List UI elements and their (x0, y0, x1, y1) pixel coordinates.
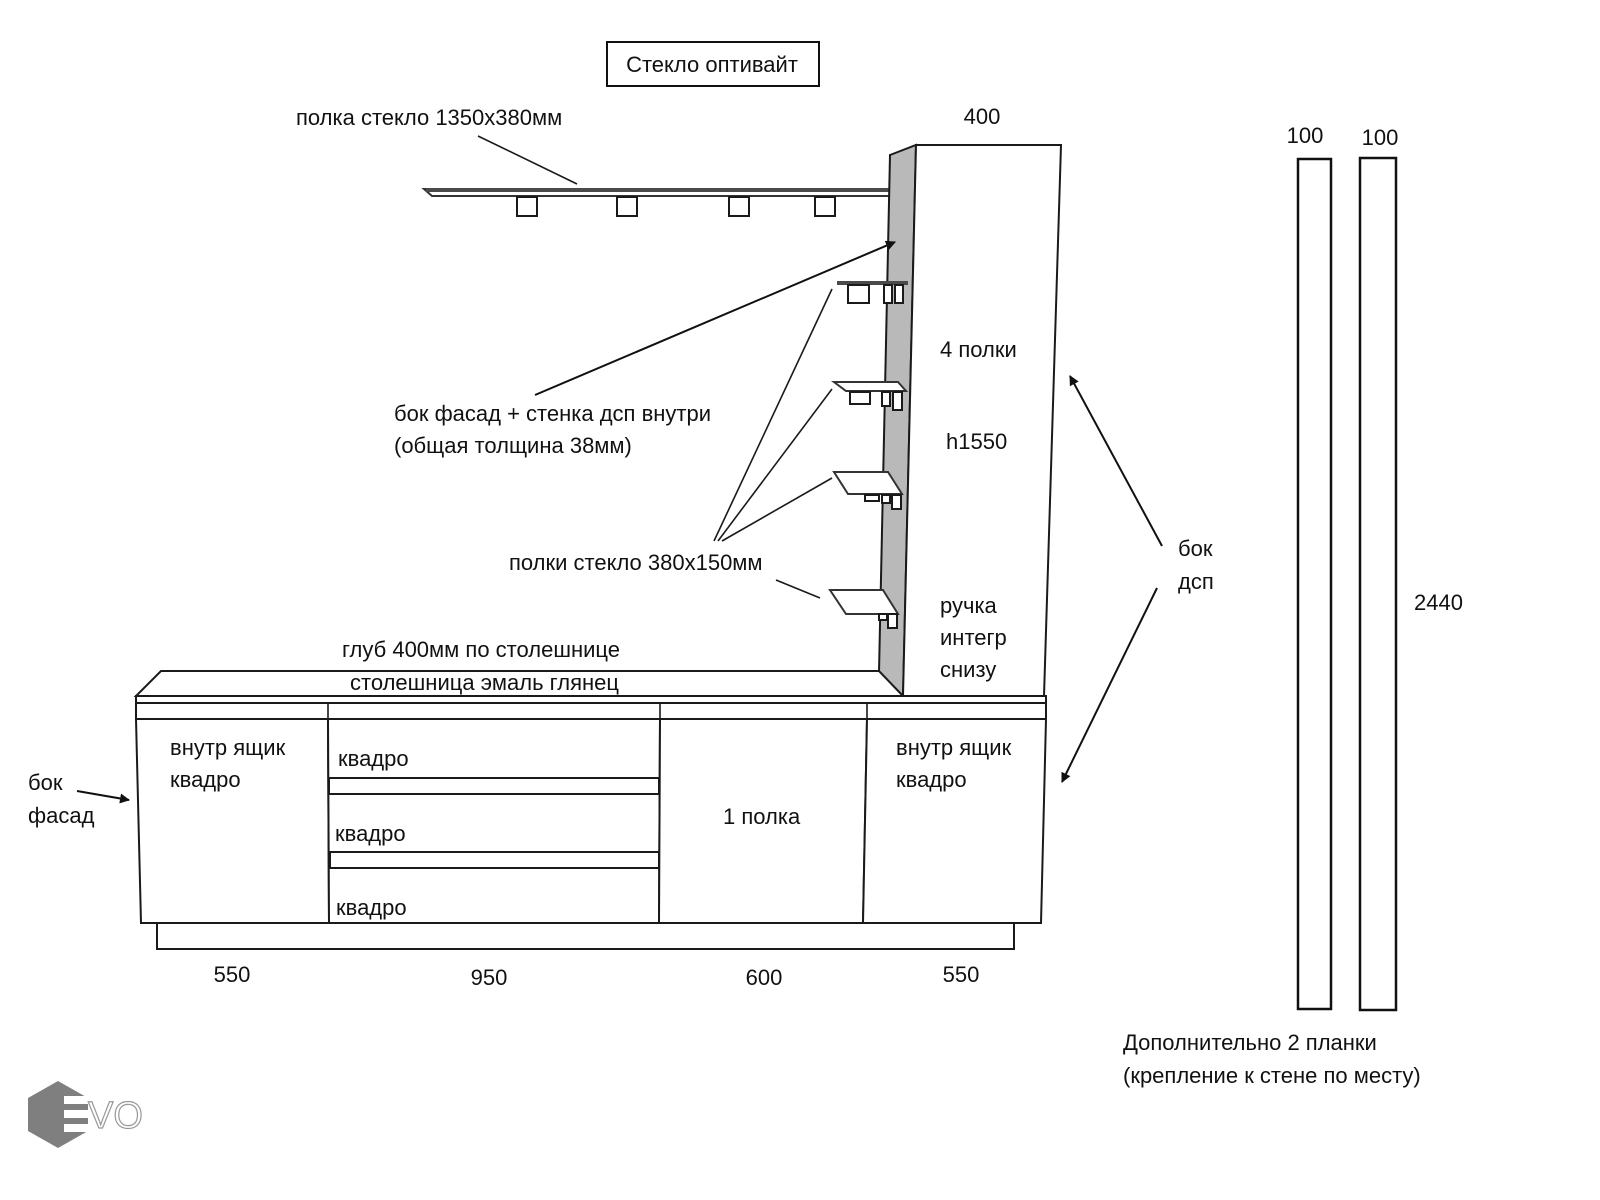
side-panel-label-2: (общая толщина 38мм) (394, 433, 632, 458)
section-text-2: квадро (170, 767, 241, 792)
small-shelves-leaders (713, 288, 833, 599)
countertop-label: столешница эмаль глянец (350, 670, 619, 695)
tower-height-label: h1550 (946, 429, 1007, 454)
shelf-bracket (814, 196, 836, 217)
drawer-label: квадро (335, 821, 406, 846)
section-text-1: 1 полка (723, 804, 801, 829)
handle-label-3: снизу (940, 657, 996, 682)
top-shelf-label: полка стекло 1350х380мм (296, 105, 562, 130)
side-dsp-label-2: дсп (1178, 569, 1214, 594)
title-text: Стекло оптивайт (626, 52, 798, 77)
side-dsp-arrow-down (1061, 587, 1158, 783)
handle-label-1: ручка (940, 593, 998, 618)
title-box: Стекло оптивайт (606, 41, 820, 87)
width-dimension: 550 (943, 962, 980, 987)
planks-note-2: (крепление к стене по месту) (1123, 1063, 1421, 1088)
drawer-label: квадро (336, 895, 407, 920)
side-dsp-arrow-up (1069, 375, 1163, 547)
plinth (156, 923, 1015, 950)
width-dimension: 600 (746, 965, 783, 990)
plank (1296, 157, 1333, 1011)
logo-text: VO (88, 1095, 143, 1137)
handle-label-2: интегр (940, 625, 1007, 650)
plank-height-label: 2440 (1414, 590, 1463, 615)
small-glass-shelf (831, 381, 909, 411)
top-glass-shelf (421, 188, 899, 217)
cabinet-section: квадро квадро квадро (326, 718, 662, 924)
small-glass-shelf (828, 589, 900, 629)
plank (1358, 156, 1398, 1012)
countertop (133, 670, 1047, 704)
small-glass-shelves (828, 281, 909, 629)
planks: 100 100 2440 Дополнительно 2 планки (кре… (1123, 123, 1463, 1088)
side-facade-label-1: бок (28, 770, 63, 795)
small-glass-shelf (837, 281, 908, 304)
shelf-bracket (516, 196, 538, 217)
plank-width-label: 100 (1287, 123, 1324, 148)
tower-width-label: 400 (964, 104, 1001, 129)
plank-width-label: 100 (1362, 125, 1399, 150)
side-panel-arrow (534, 240, 896, 396)
width-dimension: 950 (471, 965, 508, 990)
section-text-2: квадро (896, 767, 967, 792)
side-dsp-label-1: бок (1178, 536, 1213, 561)
tower-shelves-label: 4 полки (940, 337, 1017, 362)
cabinet-top-rail (135, 702, 1047, 720)
width-dimension: 550 (214, 962, 251, 987)
shelf-bracket (616, 196, 638, 217)
cabinet-section: внутр ящик квадро (861, 718, 1048, 924)
shelf-bracket (728, 196, 750, 217)
depth-label: глуб 400мм по столешнице (342, 637, 620, 662)
cabinet-section: внутр ящик квадро (134, 718, 331, 924)
small-shelves-label: полки стекло 380х150мм (509, 550, 763, 575)
drawer-gap (328, 777, 660, 795)
planks-note-1: Дополнительно 2 планки (1123, 1030, 1377, 1055)
top-shelf-leader (477, 135, 578, 185)
side-panel-label-1: бок фасад + стенка дсп внутри (394, 401, 711, 426)
side-facade-label-2: фасад (28, 803, 95, 828)
drawer-gap (329, 851, 660, 869)
drawer-label: квадро (338, 746, 409, 771)
cabinet-section: 1 полка (657, 718, 869, 924)
section-text-1: внутр ящик (896, 735, 1012, 760)
side-facade-arrow (76, 790, 130, 804)
small-glass-shelf (832, 471, 904, 510)
evo-logo: VO (28, 1081, 144, 1148)
section-text-1: внутр ящик (170, 735, 286, 760)
